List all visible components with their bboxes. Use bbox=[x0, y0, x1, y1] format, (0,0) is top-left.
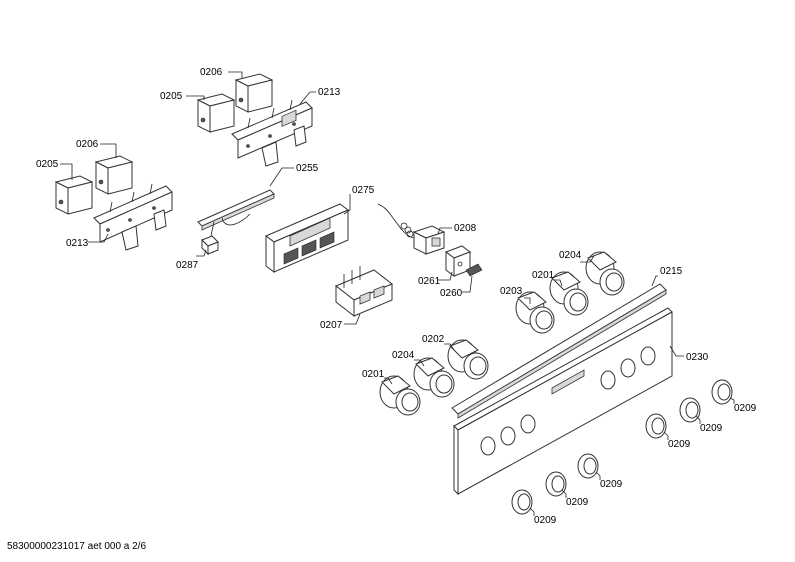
part-0230-panel bbox=[453, 307, 684, 496]
label-0255: 0255 bbox=[296, 163, 319, 174]
label-0207: 0207 bbox=[320, 320, 343, 331]
label-0205-left: 0205 bbox=[36, 159, 59, 170]
label-0230: 0230 bbox=[686, 352, 709, 363]
label-0213-left: 0213 bbox=[66, 238, 89, 249]
ring-0209-6 bbox=[511, 489, 533, 515]
rotary-switch-0201-left bbox=[379, 375, 421, 416]
part-0205-upper bbox=[196, 93, 236, 133]
label-0204-right: 0204 bbox=[559, 250, 582, 261]
label-0203: 0203 bbox=[500, 286, 523, 297]
part-0275-board bbox=[265, 109, 351, 273]
switch-group-left bbox=[54, 143, 173, 251]
label-0209-2: 0209 bbox=[700, 423, 723, 434]
part-0206-left bbox=[94, 155, 134, 195]
label-0275: 0275 bbox=[352, 185, 375, 196]
label-0209-4: 0209 bbox=[600, 479, 623, 490]
ring-0209-3 bbox=[645, 413, 667, 439]
label-0206-left: 0206 bbox=[76, 139, 99, 150]
part-0261-0260-holder bbox=[438, 245, 483, 293]
part-0205-left bbox=[54, 175, 94, 215]
ring-0209-2 bbox=[679, 397, 701, 423]
ring-0209-5 bbox=[545, 471, 567, 497]
label-0209-5: 0209 bbox=[566, 497, 589, 508]
label-0287: 0287 bbox=[176, 260, 199, 271]
ring-0209-1 bbox=[711, 379, 733, 405]
label-0205-upper: 0205 bbox=[160, 91, 183, 102]
label-0213-upper: 0213 bbox=[318, 87, 341, 98]
rotary-switch-0201-right bbox=[549, 271, 589, 316]
label-0202: 0202 bbox=[422, 334, 445, 345]
label-0209-3: 0209 bbox=[668, 439, 691, 450]
part-0287-connector bbox=[196, 235, 219, 257]
label-0261: 0261 bbox=[418, 276, 441, 287]
part-0213-left bbox=[93, 183, 173, 251]
ring-0209-4 bbox=[577, 453, 599, 479]
label-0260: 0260 bbox=[440, 288, 463, 299]
part-0206-upper bbox=[234, 73, 274, 113]
part-0208-thermostat bbox=[377, 203, 452, 255]
label-0209-6: 0209 bbox=[534, 515, 557, 526]
document-footer: 58300000231017 aet 000 a 2/6 bbox=[7, 541, 147, 552]
switch-group-upper bbox=[186, 71, 316, 167]
label-0209-1: 0209 bbox=[734, 403, 757, 414]
rotary-switch-0202 bbox=[447, 339, 489, 380]
label-0201-right: 0201 bbox=[532, 270, 555, 281]
rotary-switch-0204-right bbox=[585, 251, 625, 296]
label-0204-left: 0204 bbox=[392, 350, 415, 361]
label-0206-upper: 0206 bbox=[200, 67, 223, 78]
label-0215: 0215 bbox=[660, 266, 683, 277]
rotary-switch-0204-left bbox=[413, 357, 455, 398]
part-0255-rail bbox=[197, 167, 294, 241]
part-0207-switch bbox=[335, 266, 393, 325]
label-0201-left: 0201 bbox=[362, 369, 385, 380]
part-0215-trim bbox=[451, 275, 667, 419]
label-0208: 0208 bbox=[454, 223, 477, 234]
rotary-switch-0203 bbox=[515, 291, 555, 334]
